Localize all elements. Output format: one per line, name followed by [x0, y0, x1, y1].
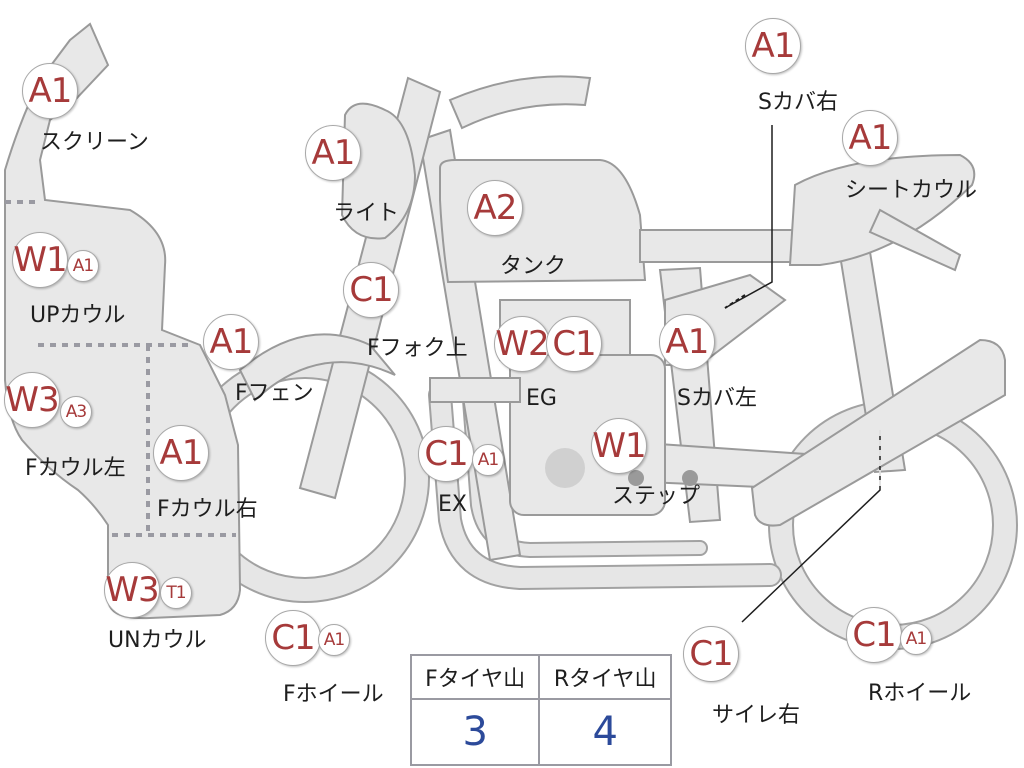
label-engine: EG	[526, 386, 557, 411]
rank-badge-up-cowl-secondary: A1	[67, 250, 99, 282]
rank-badge-f-cowl-left-primary: W3	[4, 372, 60, 428]
label-un-cowl: UNカウル	[108, 628, 207, 653]
rank-badge-un-cowl-secondary: T1	[160, 577, 192, 609]
rank-badge-f-wheel-primary: C1	[265, 610, 321, 666]
front-fender-shape	[238, 333, 396, 402]
handlebar-shape	[448, 75, 592, 130]
label-up-cowl: UPカウル	[30, 303, 126, 328]
rank-badge-step: W1	[591, 418, 647, 474]
rank-badge-un-cowl-primary: W3	[104, 562, 160, 618]
seat-shape	[639, 229, 801, 263]
rank-badge-screen: A1	[22, 63, 78, 119]
rank-badge-tank: A2	[467, 180, 523, 236]
front-tire-tread-value: 3	[409, 698, 541, 766]
exhaust-pipe-shape	[430, 385, 780, 589]
rank-badge-silencer-right: C1	[683, 626, 739, 682]
rank-badge-f-fork-upper: C1	[343, 262, 399, 318]
label-screen: スクリーン	[40, 130, 149, 155]
rank-badge-r-wheel-secondary: A1	[900, 623, 932, 655]
rear-tire-tread-value: 4	[538, 698, 672, 766]
label-r-wheel: Rホイール	[868, 681, 972, 706]
label-f-cowl-left: Fカウル左	[25, 456, 126, 481]
rank-badge-light: A1	[305, 125, 361, 181]
rank-badge-s-cover-right: A1	[745, 18, 801, 74]
seat-cowl-shape	[788, 153, 976, 266]
silencer-shape	[750, 338, 1006, 527]
label-s-cover-right: Sカバ右	[758, 90, 838, 115]
rank-badge-seat-cowl: A1	[842, 110, 898, 166]
label-s-cover-left: Sカバ左	[677, 386, 757, 411]
label-f-wheel: Fホイール	[283, 682, 384, 707]
label-f-fender: Fフェン	[235, 381, 314, 406]
rank-badge-exhaust-secondary: A1	[472, 444, 504, 476]
rank-badge-engine-secondary: C1	[546, 316, 602, 372]
step-peg-rear	[682, 470, 698, 486]
label-silencer-right: サイレ右	[712, 703, 801, 728]
rank-badge-exhaust-primary: C1	[418, 426, 474, 482]
tail-fin-shape	[868, 208, 962, 272]
rank-badge-f-fender: A1	[203, 314, 259, 370]
rank-badge-r-wheel-primary: C1	[846, 607, 902, 663]
engine-pipe-shape	[429, 377, 521, 403]
leader-s-cover-right	[724, 125, 773, 309]
headlight-shape	[340, 102, 417, 240]
label-step: ステップ	[612, 484, 701, 509]
label-exhaust: EX	[438, 492, 467, 517]
rank-badge-f-wheel-secondary: A1	[318, 624, 350, 656]
rear-tire-tread-header: Rタイヤ山	[538, 654, 672, 700]
tire-table-header-row: Fタイヤ山 Rタイヤ山	[409, 654, 672, 700]
label-light: ライト	[333, 201, 400, 226]
tire-tread-table: Fタイヤ山 Rタイヤ山 3 4	[409, 654, 672, 766]
label-f-fork-upper: Fフォク上	[367, 336, 468, 361]
rank-badge-s-cover-left: A1	[659, 314, 715, 370]
tire-table-value-row: 3 4	[409, 698, 672, 766]
rank-badge-f-cowl-left-secondary: A3	[60, 396, 92, 428]
rank-badge-f-cowl-right: A1	[153, 425, 209, 481]
engine-cover-dot	[545, 448, 585, 488]
front-tire-tread-header: Fタイヤ山	[409, 654, 541, 700]
rank-badge-up-cowl-primary: W1	[12, 232, 68, 288]
label-f-cowl-right: Fカウル右	[157, 497, 258, 522]
label-tank: タンク	[500, 254, 567, 279]
rank-badge-engine-primary: W2	[494, 316, 550, 372]
leader-s-cover-right-hidden	[724, 294, 746, 309]
label-seat-cowl: シートカウル	[845, 178, 978, 203]
step-peg-front	[628, 470, 644, 486]
